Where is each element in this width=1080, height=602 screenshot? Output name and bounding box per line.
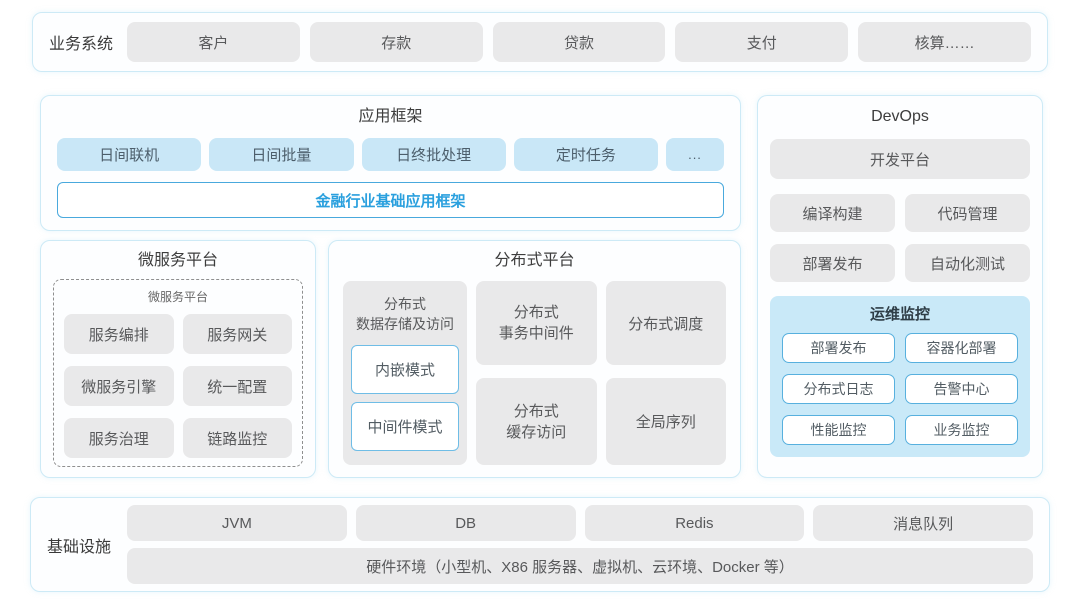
business-system-loan: 贷款 bbox=[492, 22, 666, 62]
monitor-alert-center: 告警中心 bbox=[905, 374, 1018, 404]
monitor-deploy-release: 部署发布 bbox=[782, 333, 895, 363]
infra-message-queue: 消息队列 bbox=[813, 505, 1034, 541]
devops-panel: DevOps 开发平台 编译构建 代码管理 部署发布 自动化测试 运维监控 部署… bbox=[757, 95, 1043, 478]
distributed-scheduler: 分布式调度 bbox=[605, 281, 726, 365]
link-monitoring: 链路监控 bbox=[182, 418, 292, 458]
app-framework-more: ... bbox=[666, 138, 724, 171]
microservice-dashed-box: 微服务平台 服务编排 服务网关 微服务引擎 统一配置 服务治理 链路监控 bbox=[53, 279, 303, 467]
app-framework-daytime-batch: 日间批量 bbox=[209, 138, 354, 171]
monitor-performance: 性能监控 bbox=[782, 415, 895, 445]
app-framework-row: 日间联机 日间批量 日终批处理 定时任务 ... bbox=[57, 138, 724, 171]
microservice-panel: 微服务平台 微服务平台 服务编排 服务网关 微服务引擎 统一配置 服务治理 链路… bbox=[40, 240, 316, 478]
service-gateway: 服务网关 bbox=[182, 314, 292, 354]
hardware-environment-bar: 硬件环境（小型机、X86 服务器、虚拟机、云环境、Docker 等） bbox=[127, 548, 1033, 584]
monitor-business: 业务监控 bbox=[905, 415, 1018, 445]
devops-compile-build: 编译构建 bbox=[770, 194, 895, 232]
global-sequence: 全局序列 bbox=[605, 378, 726, 465]
microservice-inner-title: 微服务平台 bbox=[147, 290, 208, 304]
business-system-deposit: 存款 bbox=[309, 22, 483, 62]
devops-code-management: 代码管理 bbox=[905, 194, 1030, 232]
distributed-col-2: 分布式 事务中间件 分布式 缓存访问 bbox=[476, 281, 597, 465]
monitor-container-deploy: 容器化部署 bbox=[905, 333, 1018, 363]
microservice-grid: 服务编排 服务网关 微服务引擎 统一配置 服务治理 链路监控 bbox=[64, 314, 292, 458]
finance-base-framework-bar: 金融行业基础应用框架 bbox=[57, 182, 724, 218]
app-framework-eod-batch: 日终批处理 bbox=[361, 138, 506, 171]
distributed-storage-box: 分布式 数据存储及访问 内嵌模式 中间件模式 bbox=[343, 281, 467, 465]
infrastructure-content: JVM DB Redis 消息队列 硬件环境（小型机、X86 服务器、虚拟机、云… bbox=[127, 505, 1034, 584]
distributed-transaction-middleware: 分布式 事务中间件 bbox=[476, 281, 597, 365]
distributed-cache-access: 分布式 缓存访问 bbox=[476, 378, 597, 465]
distributed-title: 分布式平台 bbox=[494, 252, 575, 269]
business-systems-panel: 业务系统 客户 存款 贷款 支付 核算…… bbox=[32, 12, 1048, 72]
service-governance: 服务治理 bbox=[64, 418, 174, 458]
app-framework-title: 应用框架 bbox=[358, 108, 423, 125]
ops-monitoring-title: 运维监控 bbox=[869, 306, 930, 323]
microservice-title: 微服务平台 bbox=[137, 252, 218, 269]
monitor-distributed-log: 分布式日志 bbox=[782, 374, 895, 404]
infra-db: DB bbox=[355, 505, 576, 541]
distributed-storage-title: 分布式 数据存储及访问 bbox=[356, 296, 454, 332]
distributed-panel: 分布式平台 分布式 数据存储及访问 内嵌模式 中间件模式 分布式 事务中间件 分… bbox=[328, 240, 741, 478]
distributed-col-3: 分布式调度 全局序列 bbox=[605, 281, 726, 465]
ops-monitoring-grid: 部署发布 容器化部署 分布式日志 告警中心 性能监控 业务监控 bbox=[782, 333, 1018, 445]
infra-redis: Redis bbox=[584, 505, 805, 541]
devops-deploy-release: 部署发布 bbox=[770, 244, 895, 282]
infrastructure-panel: 基础设施 JVM DB Redis 消息队列 硬件环境（小型机、X86 服务器、… bbox=[30, 497, 1050, 592]
business-system-customer: 客户 bbox=[127, 22, 300, 62]
embedded-mode: 内嵌模式 bbox=[351, 345, 459, 394]
business-system-accounting: 核算…… bbox=[858, 22, 1031, 62]
microservice-engine: 微服务引擎 bbox=[64, 366, 174, 406]
app-framework-daytime-online: 日间联机 bbox=[57, 138, 202, 171]
unified-config: 统一配置 bbox=[182, 366, 292, 406]
infra-jvm: JVM bbox=[127, 505, 347, 541]
app-framework-scheduled-task: 定时任务 bbox=[513, 138, 658, 171]
infrastructure-row: JVM DB Redis 消息队列 bbox=[127, 505, 1034, 541]
devops-automated-testing: 自动化测试 bbox=[905, 244, 1030, 282]
devops-title: DevOps bbox=[871, 108, 929, 125]
middleware-mode: 中间件模式 bbox=[351, 402, 459, 451]
devops-dev-platform: 开发平台 bbox=[770, 139, 1030, 179]
distributed-body: 分布式 数据存储及访问 内嵌模式 中间件模式 分布式 事务中间件 分布式 缓存访… bbox=[343, 281, 726, 465]
service-orchestration: 服务编排 bbox=[64, 314, 174, 354]
app-framework-panel: 应用框架 日间联机 日间批量 日终批处理 定时任务 ... 金融行业基础应用框架 bbox=[40, 95, 741, 231]
business-systems-label: 业务系统 bbox=[49, 36, 114, 53]
ops-monitoring-box: 运维监控 部署发布 容器化部署 分布式日志 告警中心 性能监控 业务监控 bbox=[770, 296, 1030, 457]
business-systems-row: 客户 存款 贷款 支付 核算…… bbox=[127, 22, 1031, 62]
business-system-payment: 支付 bbox=[675, 22, 849, 62]
infrastructure-label: 基础设施 bbox=[47, 538, 112, 556]
devops-grid: 编译构建 代码管理 部署发布 自动化测试 bbox=[770, 194, 1030, 282]
